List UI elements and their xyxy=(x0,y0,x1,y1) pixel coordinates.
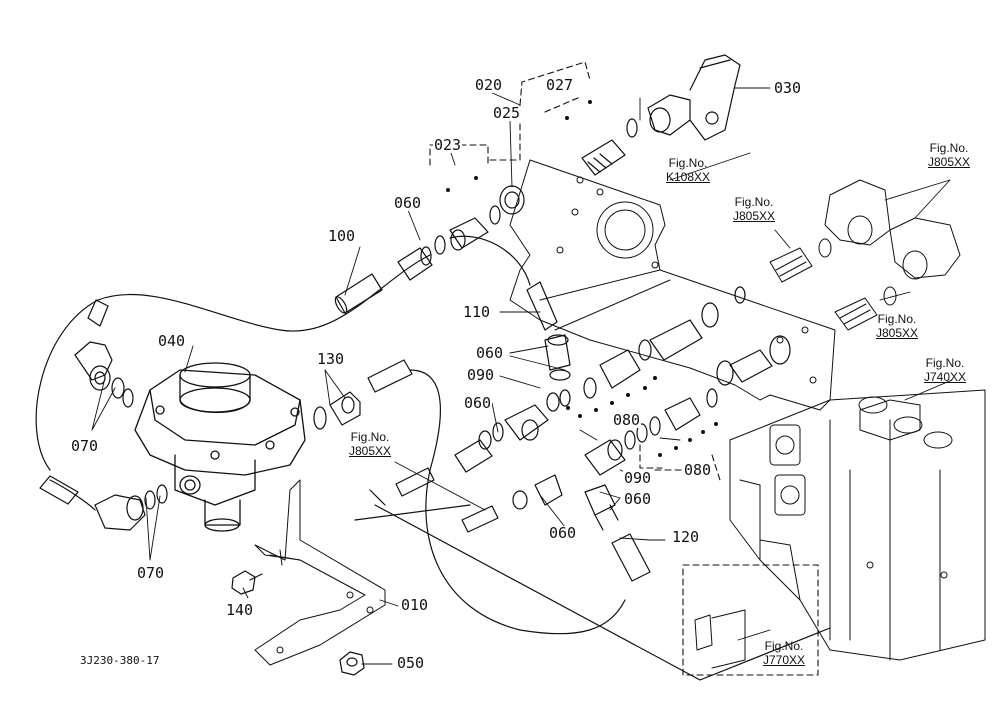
hose-pieces xyxy=(39,281,651,582)
fig-ref-number: K108XX xyxy=(666,169,711,184)
fig-ref-j740xx: Fig.No. J740XX xyxy=(924,356,967,385)
part-label-010: 010 xyxy=(400,596,430,614)
bracket-j770 xyxy=(694,609,746,669)
fig-ref-j770xx: Fig.No. J770XX xyxy=(763,639,806,668)
hoses xyxy=(35,235,831,681)
part-label-070-upper: 070 xyxy=(70,437,100,455)
part-label-025: 025 xyxy=(492,104,522,122)
part-label-060-center: 060 xyxy=(475,344,505,362)
part-label-060-top: 060 xyxy=(393,194,423,212)
fig-ref-number: J805XX xyxy=(876,325,919,340)
fig-ref-number: J740XX xyxy=(924,369,967,384)
fig-ref-j805xx-right: Fig.No. J805XX xyxy=(876,312,919,341)
dashed-brackets xyxy=(429,61,819,676)
elbow-fitting-upper xyxy=(74,341,134,408)
fig-ref-label: Fig.No. xyxy=(734,195,774,209)
center-right-fittings xyxy=(583,286,791,399)
control-valve-block xyxy=(729,389,986,661)
part-label-090-lower: 090 xyxy=(623,469,653,487)
mounting-plate xyxy=(509,159,836,411)
elbow-fitting-lower xyxy=(94,484,168,531)
lower-center-fittings xyxy=(512,388,718,531)
fitting-130 xyxy=(313,391,361,430)
fig-ref-label: Fig.No. xyxy=(668,156,708,170)
part-label-027: 027 xyxy=(545,76,575,94)
fig-ref-label: Fig.No. xyxy=(925,356,965,370)
fig-ref-j805xx-left: Fig.No. J805XX xyxy=(349,430,392,459)
fitting-chain-top xyxy=(397,54,741,281)
bracket-010 xyxy=(254,479,386,666)
part-label-090-upper: 090 xyxy=(466,366,496,384)
part-label-040: 040 xyxy=(157,332,187,350)
part-label-120: 120 xyxy=(671,528,701,546)
part-label-020: 020 xyxy=(474,76,504,94)
fitting-110 xyxy=(544,334,571,381)
fig-ref-number: J805XX xyxy=(733,208,776,223)
part-label-110: 110 xyxy=(462,303,492,321)
right-couplers xyxy=(769,179,961,331)
part-label-100: 100 xyxy=(327,227,357,245)
fig-ref-number: J805XX xyxy=(928,154,971,169)
fig-ref-number: J805XX xyxy=(349,443,392,458)
hose-segment-100 xyxy=(334,273,383,314)
valve-040 xyxy=(134,362,306,532)
fig-ref-label: Fig.No. xyxy=(877,312,917,326)
bolt-140 xyxy=(231,570,263,595)
part-label-030: 030 xyxy=(773,79,803,97)
center-left-fittings xyxy=(454,389,571,473)
leader-lines xyxy=(91,87,953,665)
fig-ref-j805xx-top: Fig.No. J805XX xyxy=(928,141,971,170)
fig-ref-number: J770XX xyxy=(763,652,806,667)
nut-050 xyxy=(339,651,365,676)
fig-ref-k108xx: Fig.No. K108XX xyxy=(666,156,711,185)
fig-ref-label: Fig.No. xyxy=(764,639,804,653)
diagram-code: 3J230-380-17 xyxy=(80,654,160,667)
part-label-070-lower: 070 xyxy=(136,564,166,582)
fig-ref-label: Fig.No. xyxy=(929,141,969,155)
assembly-dots xyxy=(446,100,718,457)
part-label-080-upper: 080 xyxy=(612,411,642,429)
part-label-080-lower: 080 xyxy=(683,461,713,479)
fig-ref-j805xx-mid: Fig.No. J805XX xyxy=(733,195,776,224)
part-label-050: 050 xyxy=(396,654,426,672)
part-label-060-left: 060 xyxy=(463,394,493,412)
fig-ref-label: Fig.No. xyxy=(350,430,390,444)
part-label-023: 023 xyxy=(433,136,463,154)
part-label-060-bottom: 060 xyxy=(548,524,578,542)
part-label-130: 130 xyxy=(316,350,346,368)
part-label-140: 140 xyxy=(225,601,255,619)
part-label-060-right: 060 xyxy=(623,490,653,508)
